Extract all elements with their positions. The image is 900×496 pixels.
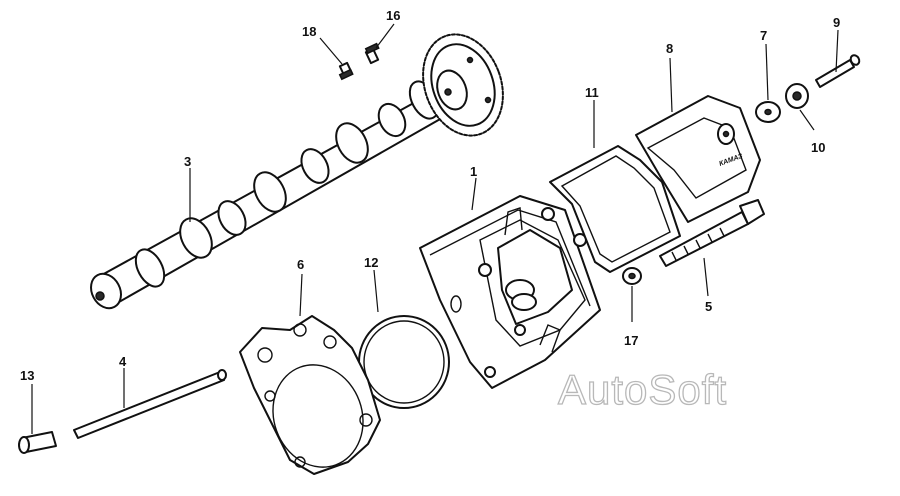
- camshaft: [90, 33, 504, 310]
- seal-washer-10: [785, 83, 809, 109]
- callout-10: 10: [811, 140, 825, 155]
- cover-stud-9: [815, 54, 861, 88]
- head-gasket-6: [239, 315, 381, 475]
- callout-3: 3: [184, 154, 191, 169]
- head-bolt-5: [659, 199, 765, 267]
- callout-8: 8: [666, 41, 673, 56]
- pushrod-4: [73, 369, 227, 439]
- callout-4: 4: [119, 354, 127, 369]
- callout-1: 1: [470, 164, 477, 179]
- callout-13: 13: [20, 368, 34, 383]
- valve-cover: КАМАЗ: [635, 95, 761, 223]
- callout-18: 18: [302, 24, 316, 39]
- cylinder-head: [419, 195, 601, 389]
- callout-17: 17: [624, 333, 638, 348]
- callout-5: 5: [705, 299, 712, 314]
- callout-11: 11: [585, 85, 599, 100]
- callout-9: 9: [833, 15, 840, 30]
- bolt-18: [338, 61, 354, 81]
- callout-labels: 1 3 4 5 6 7 8 9 10 11 12 13 16 17 18: [20, 8, 840, 383]
- callout-7: 7: [760, 28, 767, 43]
- callout-12: 12: [364, 255, 378, 270]
- o-ring-12: [358, 315, 450, 409]
- leader-lines: [31, 23, 839, 434]
- nut-17: [622, 267, 642, 285]
- watermark: AutoSoft: [558, 366, 727, 413]
- washer-7: [755, 101, 781, 123]
- valve-cover-gasket: [549, 145, 681, 273]
- callout-16: 16: [386, 8, 400, 23]
- callout-6: 6: [297, 257, 304, 272]
- tappet-13: [18, 431, 57, 454]
